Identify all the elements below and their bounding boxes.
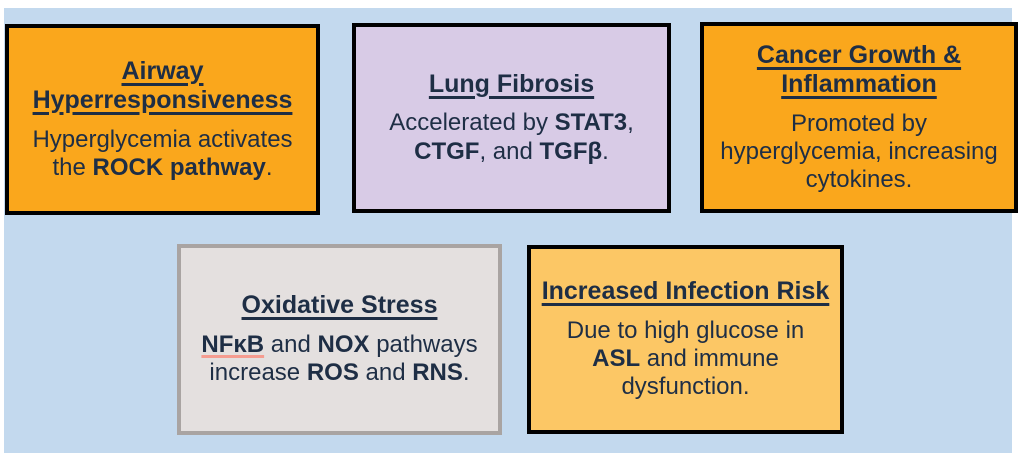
title-line: Lung Fibrosis — [428, 69, 595, 98]
body-line: Hyperglycemia activates — [32, 126, 292, 154]
box-lung-fibrosis: Lung Fibrosis Accelerated by STAT3, CTGF… — [352, 23, 671, 213]
box-title: Cancer Growth & Inflammation — [757, 41, 961, 100]
text-segment: Hyperglycemia activates — [32, 125, 293, 153]
text-segment: , and — [479, 137, 540, 165]
body-line: ASL and immune — [567, 345, 805, 373]
box-body: Promoted by hyperglycemia, increasing cy… — [720, 110, 997, 195]
tgfb-term: TGFβ — [539, 137, 603, 165]
box-cancer-growth-inflammation: Cancer Growth & Inflammation Promoted by… — [700, 22, 1018, 213]
body-line: Accelerated by STAT3, — [389, 109, 634, 137]
rns-term: RNS — [412, 359, 463, 387]
box-airway-hyperresponsiveness: Airway Hyperresponsiveness Hyperglycemia… — [5, 24, 320, 215]
box-body: Due to high glucose in ASL and immune dy… — [567, 317, 805, 402]
box-body: Accelerated by STAT3, CTGF, and TGFβ. — [389, 109, 634, 166]
body-line: Due to high glucose in — [567, 317, 805, 345]
body-line: CTGF, and TGFβ. — [389, 138, 634, 166]
title-line: Oxidative Stress — [241, 291, 438, 320]
text-segment: , — [627, 109, 634, 137]
stat3-term: STAT3 — [554, 109, 628, 137]
text-segment: Due to high glucose in — [566, 316, 805, 344]
body-line: the ROCK pathway. — [32, 154, 292, 182]
text-segment: Promoted by — [790, 109, 928, 137]
text-segment: cytokines. — [805, 166, 913, 194]
title-line: Airway — [121, 56, 204, 85]
box-title: Increased Infection Risk — [542, 277, 830, 307]
text-segment: Accelerated by — [389, 109, 555, 137]
nfkb-term: NFκB — [201, 330, 265, 358]
box-title: Airway Hyperresponsiveness — [33, 57, 293, 116]
box-title: Lung Fibrosis — [429, 70, 594, 100]
text-segment: the — [52, 154, 93, 181]
body-line: hyperglycemia, increasing — [720, 138, 997, 166]
nox-term: NOX — [317, 330, 370, 358]
body-line: NFκB and NOX pathways — [201, 331, 477, 359]
box-increased-infection-risk: Increased Infection Risk Due to high glu… — [527, 245, 844, 434]
asl-term: ASL — [592, 345, 641, 373]
body-line: dysfunction. — [567, 373, 805, 401]
title-line: Hyperresponsiveness — [32, 86, 293, 115]
text-segment: . — [462, 359, 470, 387]
body-line: Promoted by — [720, 110, 997, 138]
title-line: Increased Infection Risk — [541, 277, 830, 306]
text-segment: hyperglycemia, increasing — [720, 137, 998, 165]
box-body: NFκB and NOX pathways increase ROS and R… — [201, 331, 477, 388]
body-line: cytokines. — [720, 166, 997, 194]
rock-pathway-term: ROCK pathway — [92, 154, 266, 181]
text-segment: and — [358, 359, 413, 387]
text-segment: pathways — [369, 330, 478, 358]
box-oxidative-stress: Oxidative Stress NFκB and NOX pathways i… — [177, 244, 502, 435]
text-segment: and immune — [640, 345, 779, 373]
text-segment: . — [265, 154, 273, 181]
title-line: Inflammation — [781, 70, 937, 99]
title-line: Cancer Growth & — [756, 40, 962, 69]
ctgf-term: CTGF — [414, 137, 480, 165]
box-body: Hyperglycemia activates the ROCK pathway… — [32, 126, 292, 183]
ros-term: ROS — [306, 359, 359, 387]
text-segment: . — [602, 137, 609, 165]
text-segment: and — [264, 330, 318, 358]
text-segment: dysfunction. — [621, 373, 750, 401]
text-segment: increase — [209, 359, 307, 387]
box-title: Oxidative Stress — [242, 291, 438, 321]
body-line: increase ROS and RNS. — [201, 359, 477, 387]
